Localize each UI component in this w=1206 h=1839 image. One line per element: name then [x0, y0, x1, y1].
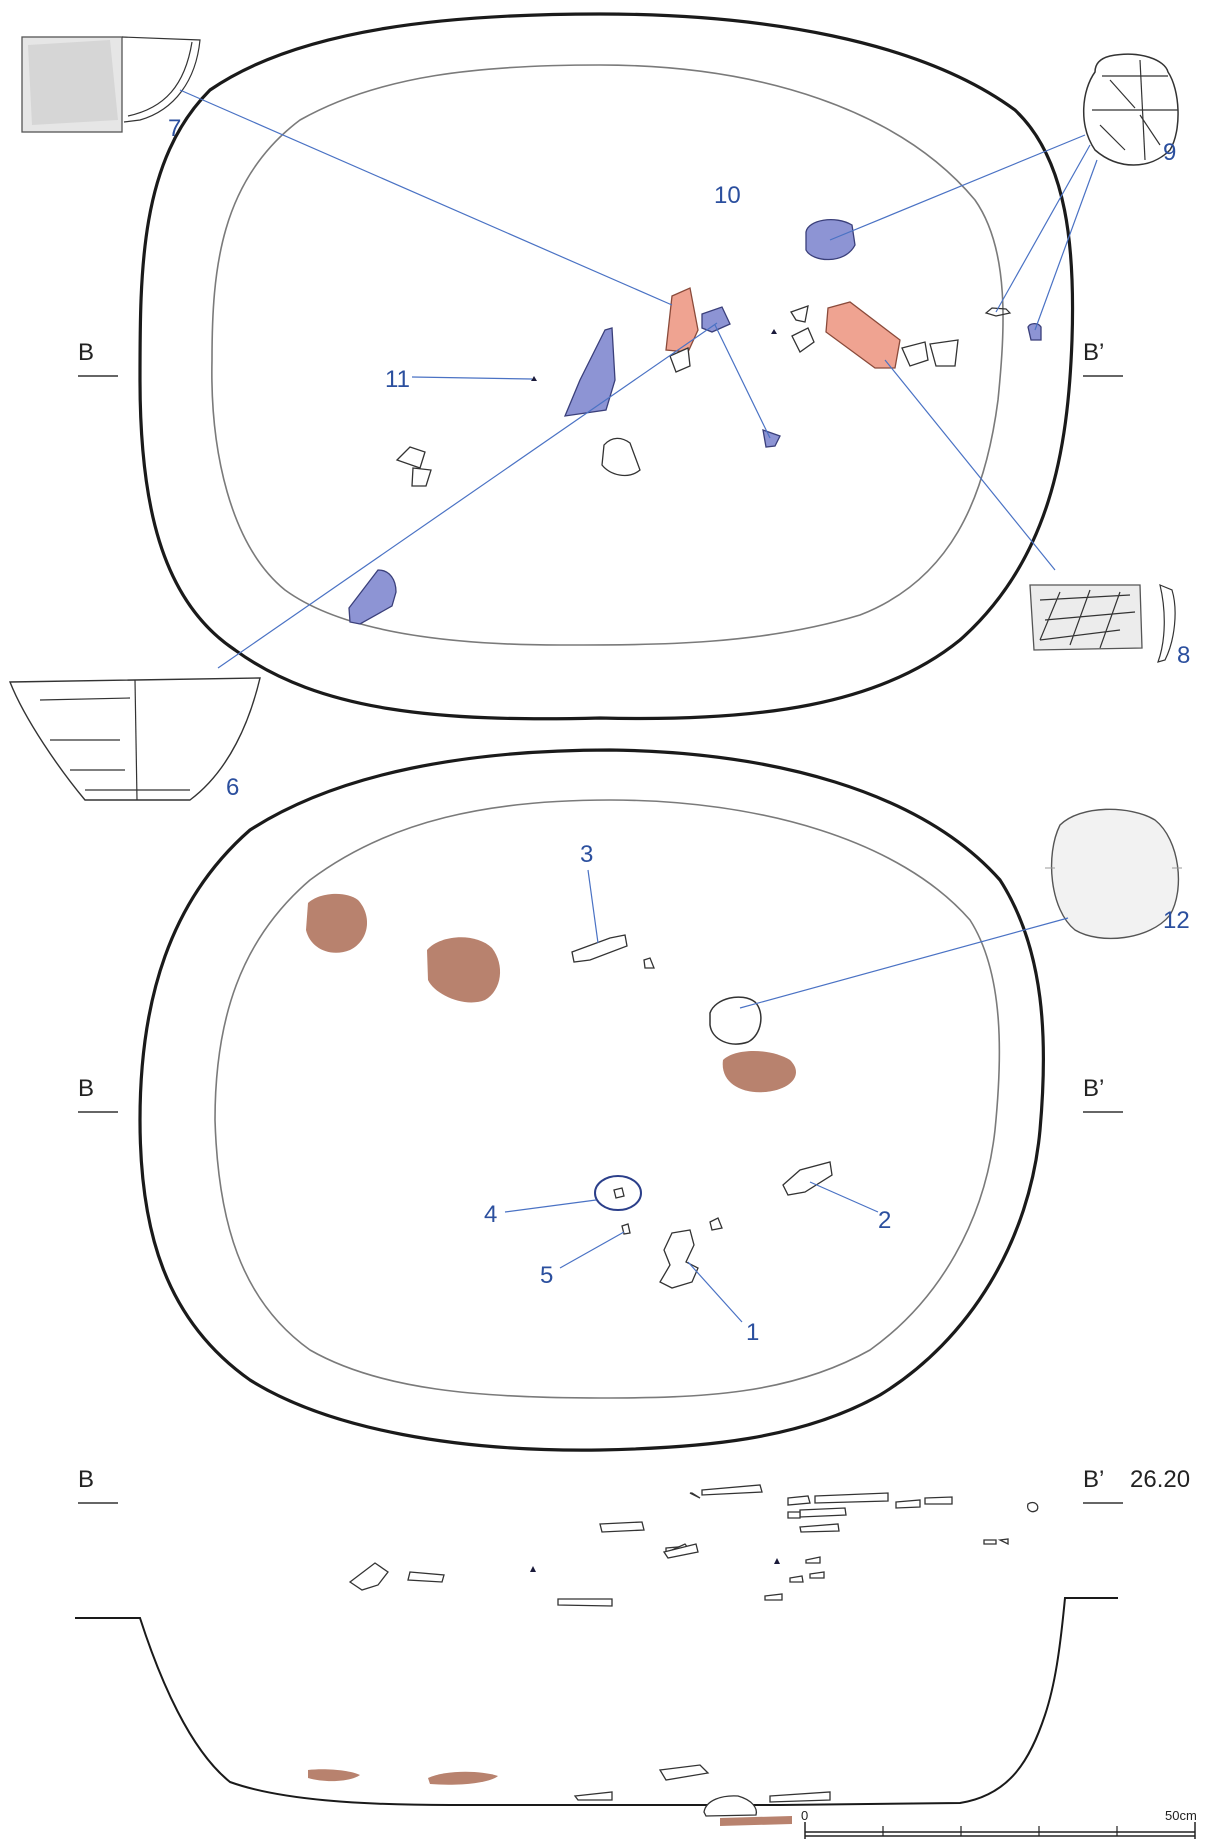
leader-2 [809, 1181, 879, 1213]
tiny-marker-11 [531, 376, 537, 381]
lower-section-left: B [78, 1075, 94, 1102]
section-outline [75, 1597, 1118, 1806]
leader-11 [411, 376, 533, 380]
section-brown-b [428, 1771, 498, 1785]
lower-section-right: B’ [1083, 1075, 1104, 1102]
leader-b [714, 324, 771, 439]
leader-3 [587, 869, 599, 944]
blue-sherd-9 [1027, 322, 1042, 341]
white-sherd-c [601, 437, 641, 477]
lower-plan [138, 748, 1182, 1452]
find-label-10: 10 [714, 182, 741, 209]
blue-sherd-6 [348, 569, 397, 625]
find-drawing-7 [21, 36, 201, 133]
find-label-12: 12 [1163, 907, 1190, 934]
pink-sherd-8 [825, 301, 901, 369]
find-numbers: 7 9 10 11 8 6 3 12 4 2 5 1 [168, 115, 1190, 1346]
blue-sherd-a [701, 306, 731, 333]
profile-section-right: B’ [1083, 1466, 1104, 1493]
section-labels: B B’ B B’ B B’ 26.20 [78, 339, 1190, 1504]
find-label-1: 1 [746, 1319, 759, 1346]
blue-sherd-11 [563, 327, 616, 417]
small-sherds-9 [984, 307, 1012, 317]
white-sherd-g [901, 341, 929, 367]
find-label-2: 2 [878, 1207, 891, 1234]
section-profile [75, 1484, 1118, 1826]
white-sherd-f [791, 327, 815, 353]
circle-4 [594, 1175, 642, 1211]
find-label-6: 6 [226, 774, 239, 801]
leader-8 [884, 359, 1056, 571]
leader-5 [559, 1231, 625, 1269]
tiny-marker-10 [771, 329, 777, 334]
find-label-8: 8 [1177, 642, 1190, 669]
white-sherd-b [411, 467, 432, 487]
bone-1 [659, 1229, 699, 1289]
section-brown-c [720, 1816, 792, 1826]
elevation-label: 26.20 [1130, 1466, 1190, 1493]
find-label-4: 4 [484, 1201, 497, 1228]
lower-pit-outline [138, 748, 1046, 1452]
leader-6 [217, 322, 718, 669]
white-sherd-d [669, 347, 691, 373]
find-label-5: 5 [540, 1262, 553, 1289]
leader-12 [739, 917, 1069, 1009]
find-label-9: 9 [1163, 139, 1176, 166]
upper-pit-floor [211, 64, 1004, 646]
leader-9a [829, 134, 1086, 241]
find-label-11: 11 [385, 366, 410, 393]
leader-7 [179, 89, 673, 306]
scale-end: 50cm [1165, 1808, 1197, 1823]
scale-start: 0 [801, 1808, 808, 1823]
bone-3b [643, 957, 655, 969]
stone-12 [709, 996, 762, 1045]
find-drawing-6 [8, 677, 261, 801]
brown-patch-a [306, 893, 368, 953]
white-sherd-h [929, 339, 959, 367]
leader-4 [504, 1199, 597, 1213]
lower-pit-floor [214, 799, 1001, 1399]
bone-3 [571, 934, 628, 963]
leader-9c [1034, 159, 1098, 331]
find-drawing-12 [1045, 808, 1182, 940]
find-drawing-8 [1029, 583, 1176, 663]
bone-1b [709, 1217, 723, 1231]
find-drawing-9 [1083, 53, 1179, 166]
pink-sherd-7 [665, 287, 699, 353]
section-brown-a [308, 1769, 360, 1782]
bone-4 [613, 1187, 625, 1199]
white-sherd-e [790, 305, 809, 323]
blue-sherd-b [762, 429, 781, 448]
find-label-3: 3 [580, 841, 593, 868]
bone-2 [782, 1161, 833, 1196]
find-label-7: 7 [168, 115, 181, 142]
profile-section-left: B [78, 1466, 94, 1493]
upper-section-right: B’ [1083, 339, 1104, 366]
leader-1 [687, 1261, 743, 1323]
upper-section-left: B [78, 339, 94, 366]
upper-plan [8, 12, 1179, 801]
leader-9b [995, 144, 1091, 313]
brown-patch-c [722, 1051, 796, 1093]
scale-bar: 0 50cm [801, 1808, 1197, 1839]
bone-5 [621, 1223, 631, 1235]
section-finds [348, 1484, 1039, 1817]
white-sherd-a [395, 446, 426, 469]
upper-pit-outline [138, 12, 1075, 721]
brown-patch-b [427, 937, 501, 1003]
